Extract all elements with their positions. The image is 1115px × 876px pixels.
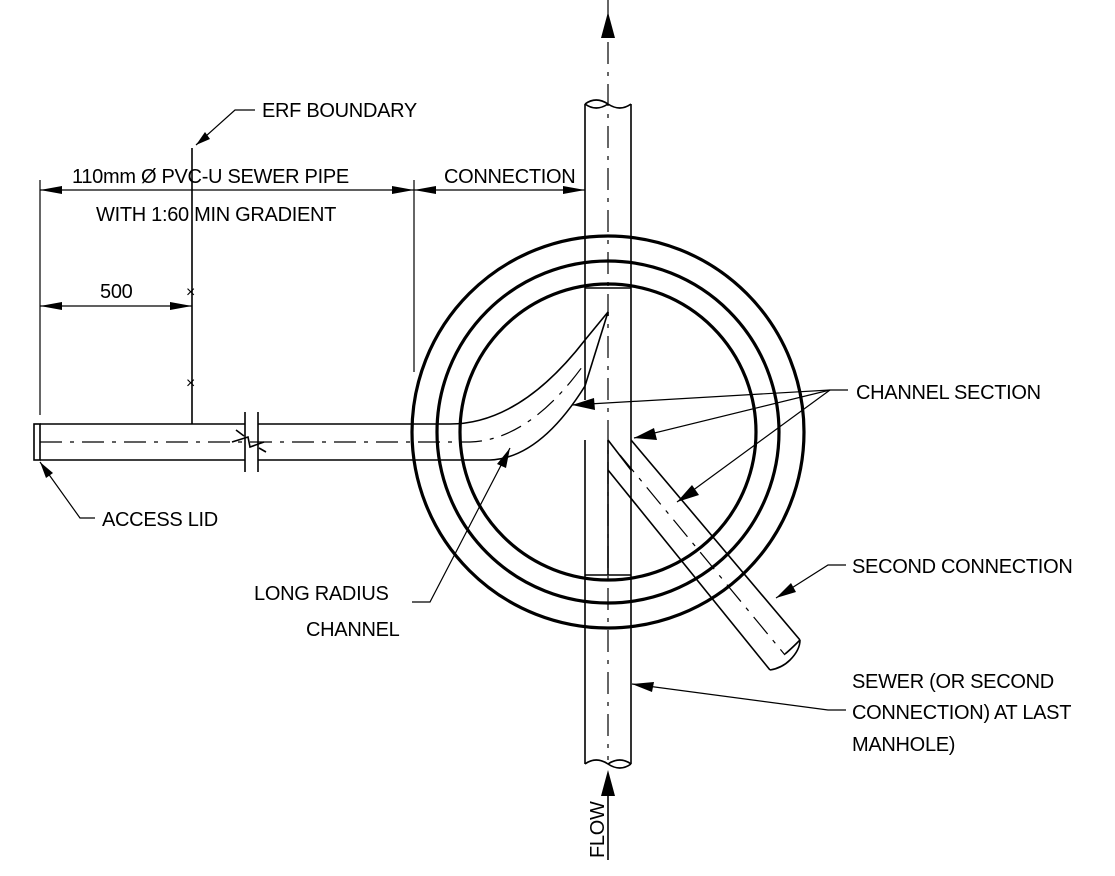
dimensions: 110mm Ø PVC-U SEWER PIPE WITH 1:60 MIN G…	[39, 166, 585, 415]
pipe-spec-line-2: WITH 1:60 MIN GRADIENT	[96, 204, 336, 226]
access-lid-label: ACCESS LID	[102, 509, 218, 531]
flow-arrow-head	[601, 770, 615, 796]
erf-boundary: × × ERF BOUNDARY	[186, 100, 417, 424]
erf-boundary-label: ERF BOUNDARY	[262, 100, 417, 122]
dimension-500-label: 500	[100, 281, 133, 303]
access-lid	[33, 423, 41, 461]
erf-boundary-mark-2: ×	[186, 375, 195, 392]
long-radius-label-line-2: CHANNEL	[306, 619, 400, 641]
main-sewer-pipe	[584, 0, 632, 769]
second-connection-centreline	[619, 454, 786, 656]
long-radius-label-line-1: LONG RADIUS	[254, 583, 389, 605]
flow-label: FLOW	[587, 801, 609, 858]
erf-boundary-mark-1: ×	[186, 284, 195, 301]
sewer-label-line-2: CONNECTION) AT LAST	[852, 702, 1071, 724]
manhole-outer-ring	[410, 234, 806, 630]
connection-pipe-centreline	[40, 362, 586, 443]
sewer-label-line-3: MANHOLE)	[852, 734, 955, 756]
flow-arrows	[601, 12, 615, 860]
top-arrow-head	[601, 12, 615, 38]
connection-label: CONNECTION	[444, 166, 575, 188]
channel-section-label: CHANNEL SECTION	[856, 382, 1041, 404]
second-connection-label: SECOND CONNECTION	[852, 556, 1072, 578]
sewer-label-line-1: SEWER (OR SECOND	[852, 671, 1054, 693]
pipe-spec-line-1: 110mm Ø PVC-U SEWER PIPE	[72, 166, 349, 188]
second-connection-pipe	[607, 439, 801, 671]
callouts: CHANNEL SECTION ACCESS LID LONG RADIUS C…	[39, 382, 1073, 858]
connection-pipe	[33, 311, 609, 472]
